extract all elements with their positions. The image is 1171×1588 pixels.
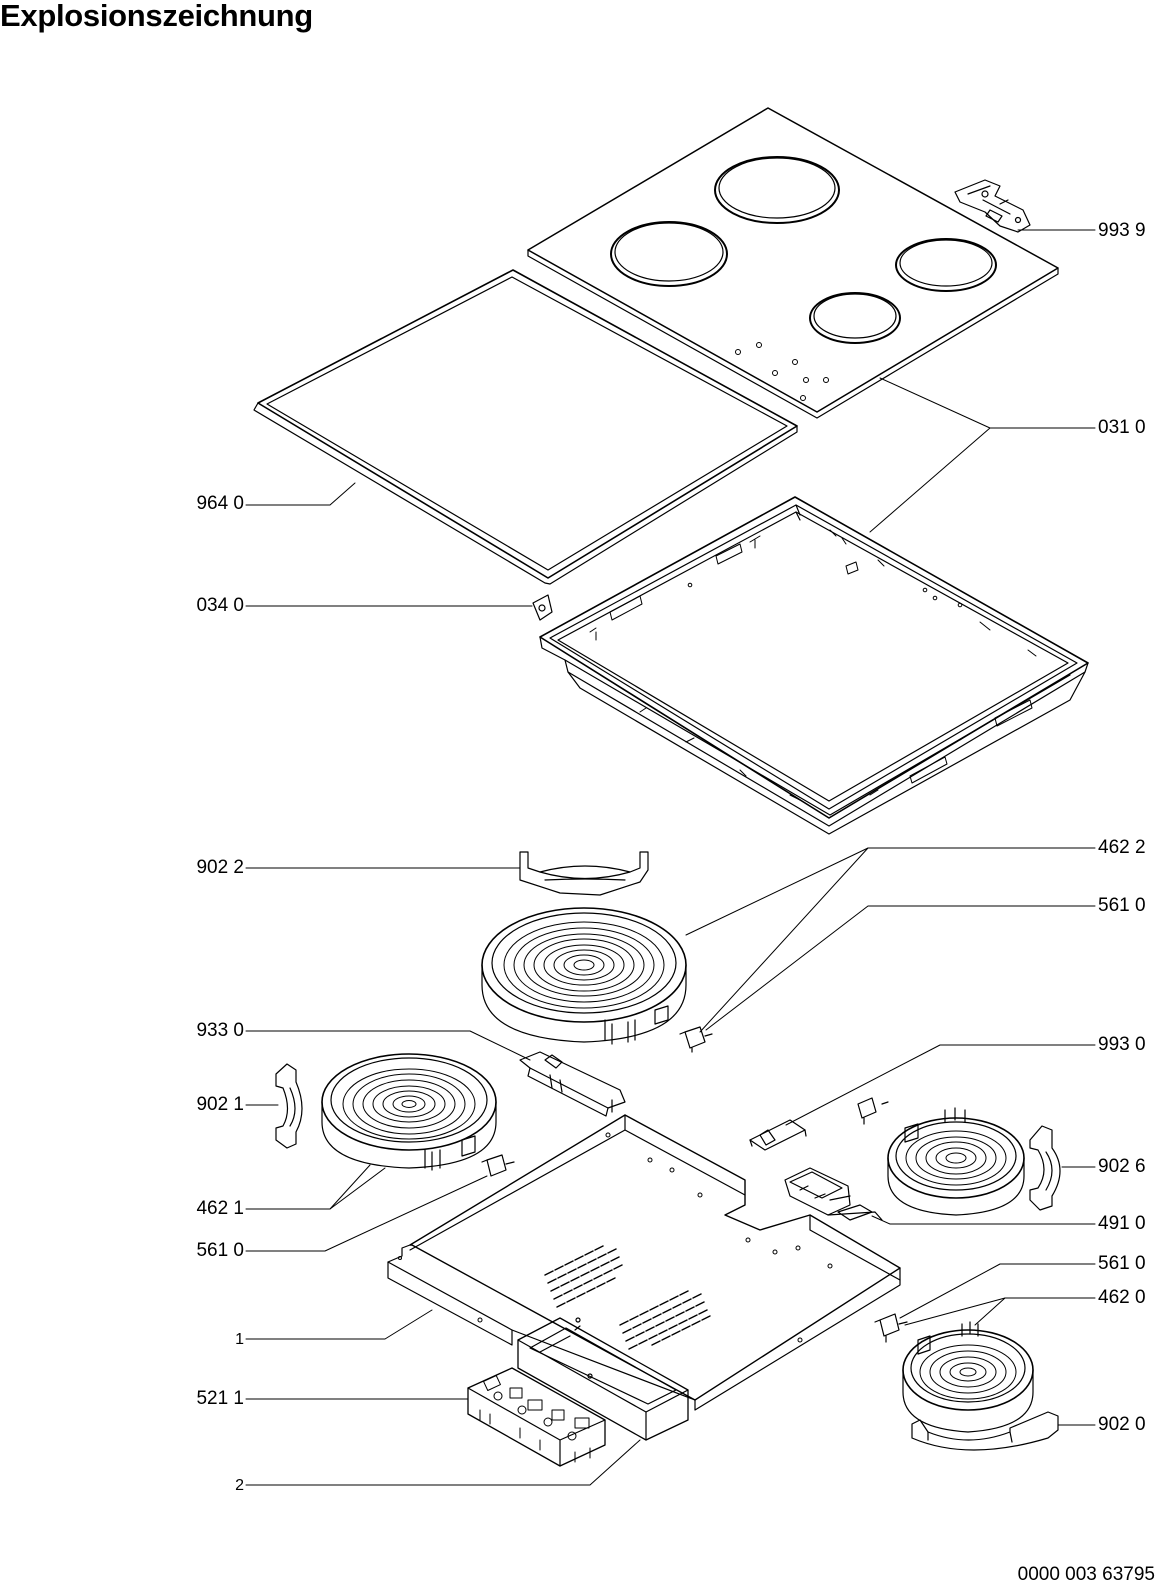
- bracket-9330: [520, 1052, 625, 1116]
- part-label-9026: 902 6: [1098, 1156, 1146, 1177]
- part-label-5610-b: 561 0: [196, 1240, 244, 1261]
- bracket-9021: [276, 1064, 302, 1148]
- part-label-0340: 034 0: [196, 595, 244, 616]
- bracket-9022: [520, 852, 648, 895]
- part-label-5610-a: 561 0: [1098, 895, 1146, 916]
- terminal-5610-b: [482, 1155, 514, 1176]
- heater-4622: [482, 908, 686, 1044]
- part-label-4621: 462 1: [196, 1198, 244, 1219]
- part-label-9020: 902 0: [1098, 1414, 1146, 1435]
- part-label-9022: 902 2: [196, 857, 244, 878]
- part-label-5610-c: 561 0: [1098, 1253, 1146, 1274]
- part-label-9939: 993 9: [1098, 220, 1146, 241]
- terminal-5610-c: [875, 1314, 907, 1342]
- part-label-0310: 031 0: [1098, 417, 1146, 438]
- part-label-5211: 521 1: [196, 1388, 244, 1409]
- switch-module-4910: [785, 1168, 882, 1220]
- leader-lines: [246, 230, 1095, 1485]
- part-label-4620: 462 0: [1098, 1287, 1146, 1308]
- part-label-9930: 993 0: [1098, 1034, 1146, 1055]
- part-label-9330: 933 0: [196, 1020, 244, 1041]
- cable-channel: [518, 1318, 688, 1440]
- base-tray: [388, 1115, 900, 1410]
- part-label-4910: 491 0: [1098, 1213, 1146, 1234]
- bracket-9020: [912, 1412, 1058, 1450]
- bracket-9026: [1030, 1126, 1060, 1210]
- page-title: Explosionszeichnung: [0, 0, 313, 33]
- control-board-5211: [468, 1368, 605, 1466]
- frame-tray: [540, 497, 1088, 834]
- ceramic-glass-top: [528, 108, 1058, 418]
- part-label-1: 1: [235, 1331, 244, 1348]
- terminal-right-upper: [858, 1098, 888, 1124]
- clip-part-9930: [750, 1120, 806, 1150]
- clip-part-9939: [955, 180, 1030, 232]
- part-label-2: 2: [235, 1477, 244, 1494]
- part-label-9021: 902 1: [196, 1094, 244, 1115]
- part-label-4622: 462 2: [1098, 837, 1146, 858]
- part-label-9640: 964 0: [196, 493, 244, 514]
- document-number: 0000 003 63795: [1017, 1564, 1155, 1585]
- gasket-9640: [254, 270, 797, 584]
- heater-right: [888, 1108, 1024, 1215]
- clip-part-0340: [533, 595, 552, 620]
- terminal-5610-a: [680, 1027, 712, 1052]
- heater-4621: [322, 1054, 496, 1170]
- heater-4620: [903, 1322, 1033, 1432]
